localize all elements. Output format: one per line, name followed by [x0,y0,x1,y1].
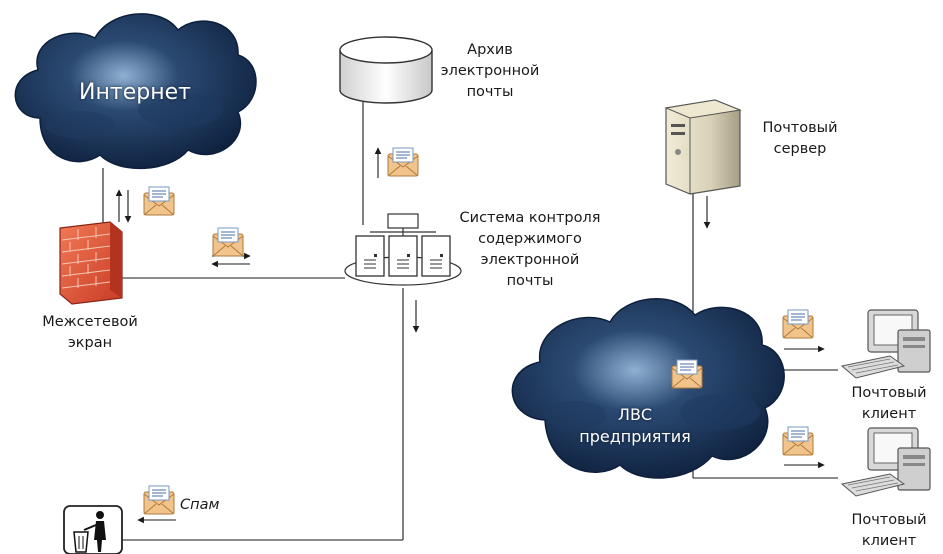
firewall-label: Межсетевой экран [42,314,138,351]
envelope-icon [143,186,175,216]
content-control-label: Система контроля содержимого электронной… [459,210,601,289]
envelope-icon [671,359,703,389]
internet-label: Интернет [79,80,191,105]
mail-client-2-label: Почтовый клиент [851,512,927,549]
mail-client-1-label: Почтовый клиент [851,385,927,422]
envelope-icon [782,309,814,339]
archive-database-icon [339,36,433,104]
spam-label: Спам [180,497,220,513]
content-control-system-icon [344,213,462,286]
mail-client-2-pc-icon [841,427,931,497]
mail-server-label: Почтовый сервер [762,120,838,157]
internet-cloud [14,13,257,170]
envelope-icon [782,426,814,456]
mail-server-icon [664,99,742,195]
firewall-icon [59,221,123,305]
lan-label: ЛВС предприятия [579,405,691,446]
archive-label: Архив электронной почты [440,42,540,100]
envelope-icon [143,485,175,515]
lan-cloud [511,298,785,479]
envelope-icon [387,147,419,177]
mail-client-1-pc-icon [841,309,931,379]
envelope-icon [212,227,244,257]
trash-bin-icon [63,505,123,554]
